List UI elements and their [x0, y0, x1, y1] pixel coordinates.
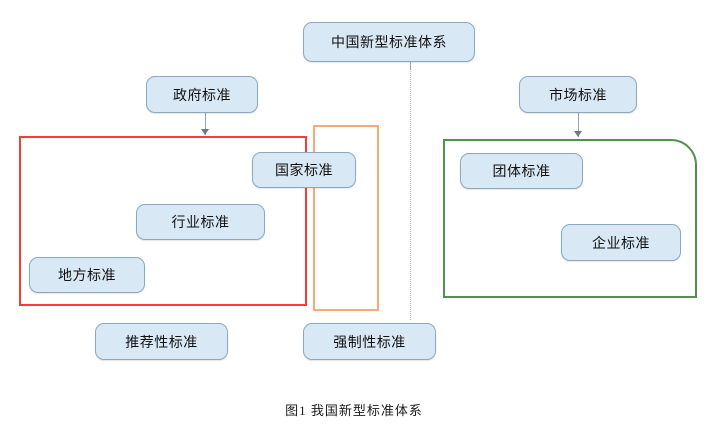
mandatory-scope-frame: [313, 125, 379, 311]
node-market-standard[interactable]: 市场标准: [519, 76, 637, 113]
node-recommended-standard[interactable]: 推荐性标准: [95, 323, 228, 360]
node-label: 团体标准: [492, 163, 551, 179]
market-scope-frame: [443, 139, 697, 298]
node-enterprise-standard[interactable]: 企业标准: [561, 224, 681, 261]
market-connector-arrow: [574, 131, 582, 137]
node-government-standard[interactable]: 政府标准: [146, 76, 258, 113]
government-connector-line: [205, 113, 206, 135]
root-stem: [410, 62, 411, 70]
figure-caption: 图1 我国新型标准体系: [285, 403, 423, 418]
government-market-divider: [410, 68, 411, 320]
node-label: 地方标准: [58, 267, 116, 283]
government-connector-arrow: [201, 129, 209, 135]
node-label: 国家标准: [275, 162, 333, 178]
node-mandatory-standard[interactable]: 强制性标准: [303, 323, 436, 360]
node-label: 推荐性标准: [125, 333, 198, 350]
node-label: 市场标准: [549, 86, 607, 103]
node-label: 政府标准: [173, 86, 231, 103]
node-china-new-standard-system[interactable]: 中国新型标准体系: [303, 22, 475, 62]
node-label: 企业标准: [592, 234, 650, 251]
node-association-standard[interactable]: 团体标准: [460, 153, 583, 189]
node-label: 中国新型标准体系: [331, 34, 447, 50]
node-local-standard[interactable]: 地方标准: [29, 257, 145, 293]
node-label: 强制性标准: [333, 333, 406, 350]
market-connector-line: [578, 113, 579, 137]
node-industry-standard[interactable]: 行业标准: [136, 204, 265, 240]
recommended-scope-frame: [19, 136, 307, 306]
node-national-standard[interactable]: 国家标准: [252, 152, 356, 188]
node-label: 行业标准: [171, 214, 230, 230]
